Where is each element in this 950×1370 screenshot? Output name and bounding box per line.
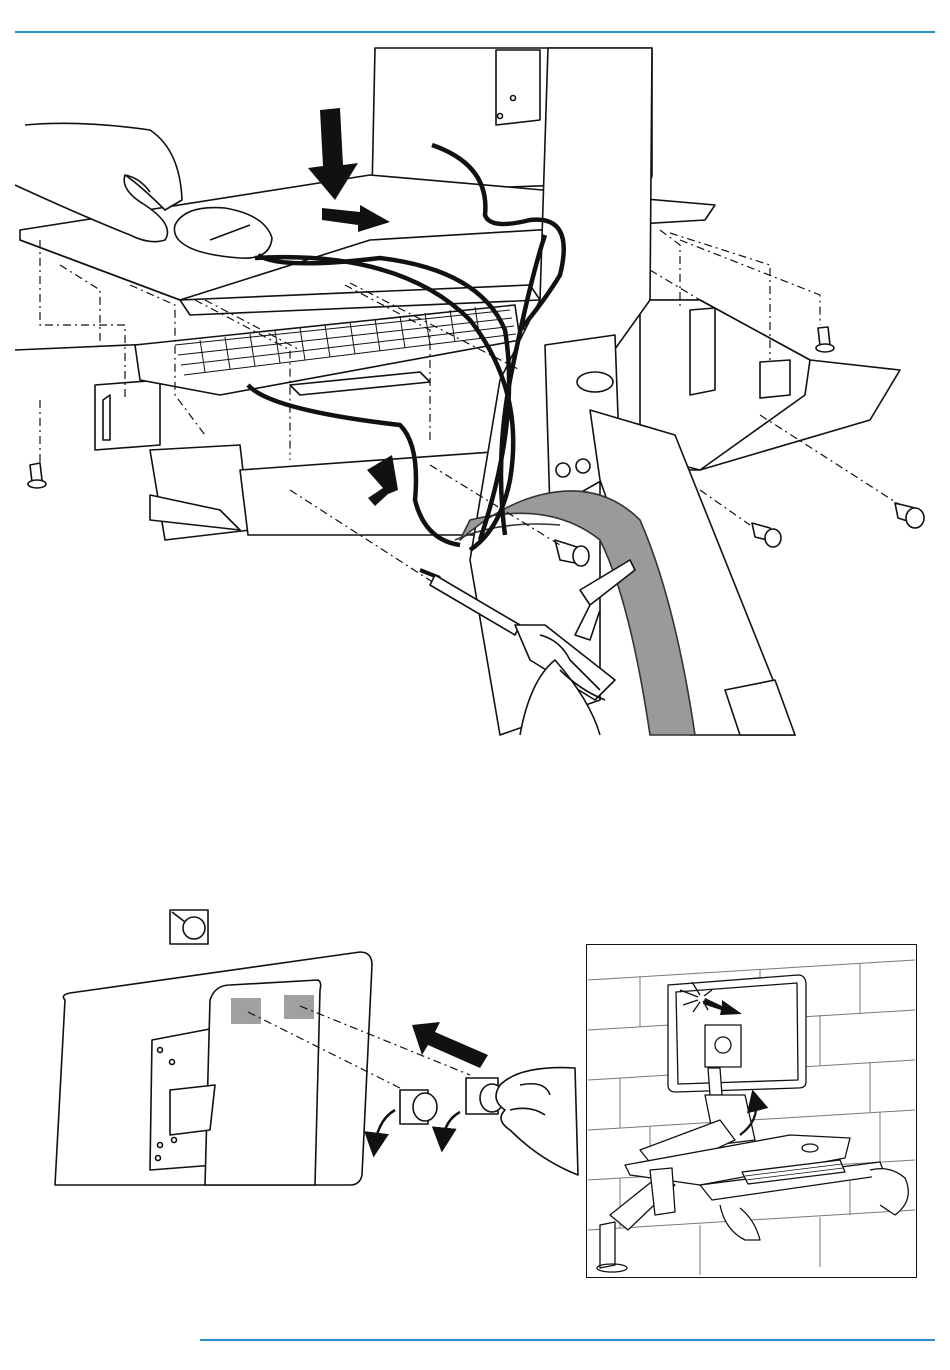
installation-illustration xyxy=(15,48,924,735)
bumper-icon xyxy=(170,910,208,944)
inset-frame xyxy=(586,944,917,1278)
footer-rule xyxy=(200,1339,935,1341)
vesa-bumper-illustration xyxy=(55,910,578,1185)
